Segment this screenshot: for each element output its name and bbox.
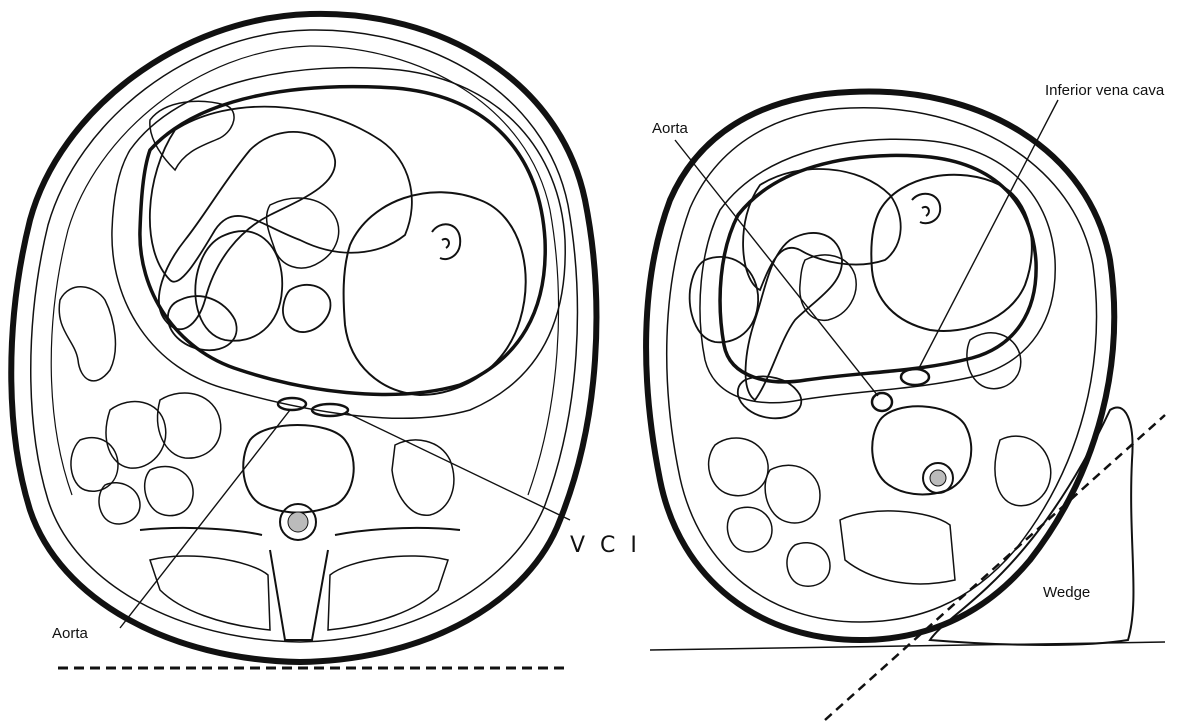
left-body-outline [11, 14, 596, 662]
left-aorta-leader [120, 410, 290, 628]
right-kidney [967, 333, 1021, 389]
left-posterior-anatomy [59, 287, 460, 640]
left-psoas-right [392, 440, 454, 515]
left-spinous-process [270, 550, 328, 640]
right-fetus-arm [746, 233, 842, 400]
right-bowel-loop-3 [727, 507, 772, 552]
wedge-label: Wedge [1043, 584, 1090, 601]
right-bowel-loop-2 [765, 465, 820, 523]
right-aorta-label: Aorta [652, 120, 689, 137]
left-bowel-loop-5 [145, 466, 193, 515]
right-bowel-loop-4 [787, 543, 830, 586]
left-colon [59, 287, 115, 381]
right-bowel-loop-1 [709, 438, 769, 496]
right-spinal-cord [930, 470, 946, 486]
right-paraspinal-muscle [840, 511, 955, 584]
left-paraspinal-muscle-r [328, 556, 448, 630]
right-uterus-inner-wall [720, 155, 1036, 381]
right-ivc-label: Inferior vena cava [1045, 82, 1165, 99]
left-fetus-head [344, 192, 526, 395]
left-fetus-ear [432, 224, 460, 259]
left-bowel-loop-1 [106, 402, 166, 469]
left-panel-supine: Aorta V C I [11, 14, 641, 668]
left-fetus-hand [283, 285, 331, 332]
right-vertebral-body [872, 406, 971, 494]
right-panel-wedge: Aorta Inferior vena cava Wedge [646, 82, 1165, 720]
right-fetus [690, 169, 1032, 418]
right-aorta-vessel [872, 393, 892, 411]
left-spinal-cord [288, 512, 308, 532]
left-aorta-label: Aorta [52, 625, 89, 642]
right-uterus-wall [700, 139, 1055, 403]
left-vci-leader [345, 412, 570, 520]
left-fetus [150, 101, 526, 395]
left-vci-label: V C I [570, 533, 641, 558]
right-ivc-vessel [901, 369, 929, 385]
right-fetus-ear [912, 194, 940, 223]
left-bowel-loop-2 [158, 393, 221, 458]
left-uterus-inner-wall [140, 87, 545, 395]
right-ivc-leader [918, 100, 1058, 370]
right-psoas [995, 436, 1051, 506]
right-inner-contour-1 [667, 108, 1097, 622]
left-vertebral-body [243, 425, 353, 513]
left-inner-contour-1 [31, 30, 578, 642]
